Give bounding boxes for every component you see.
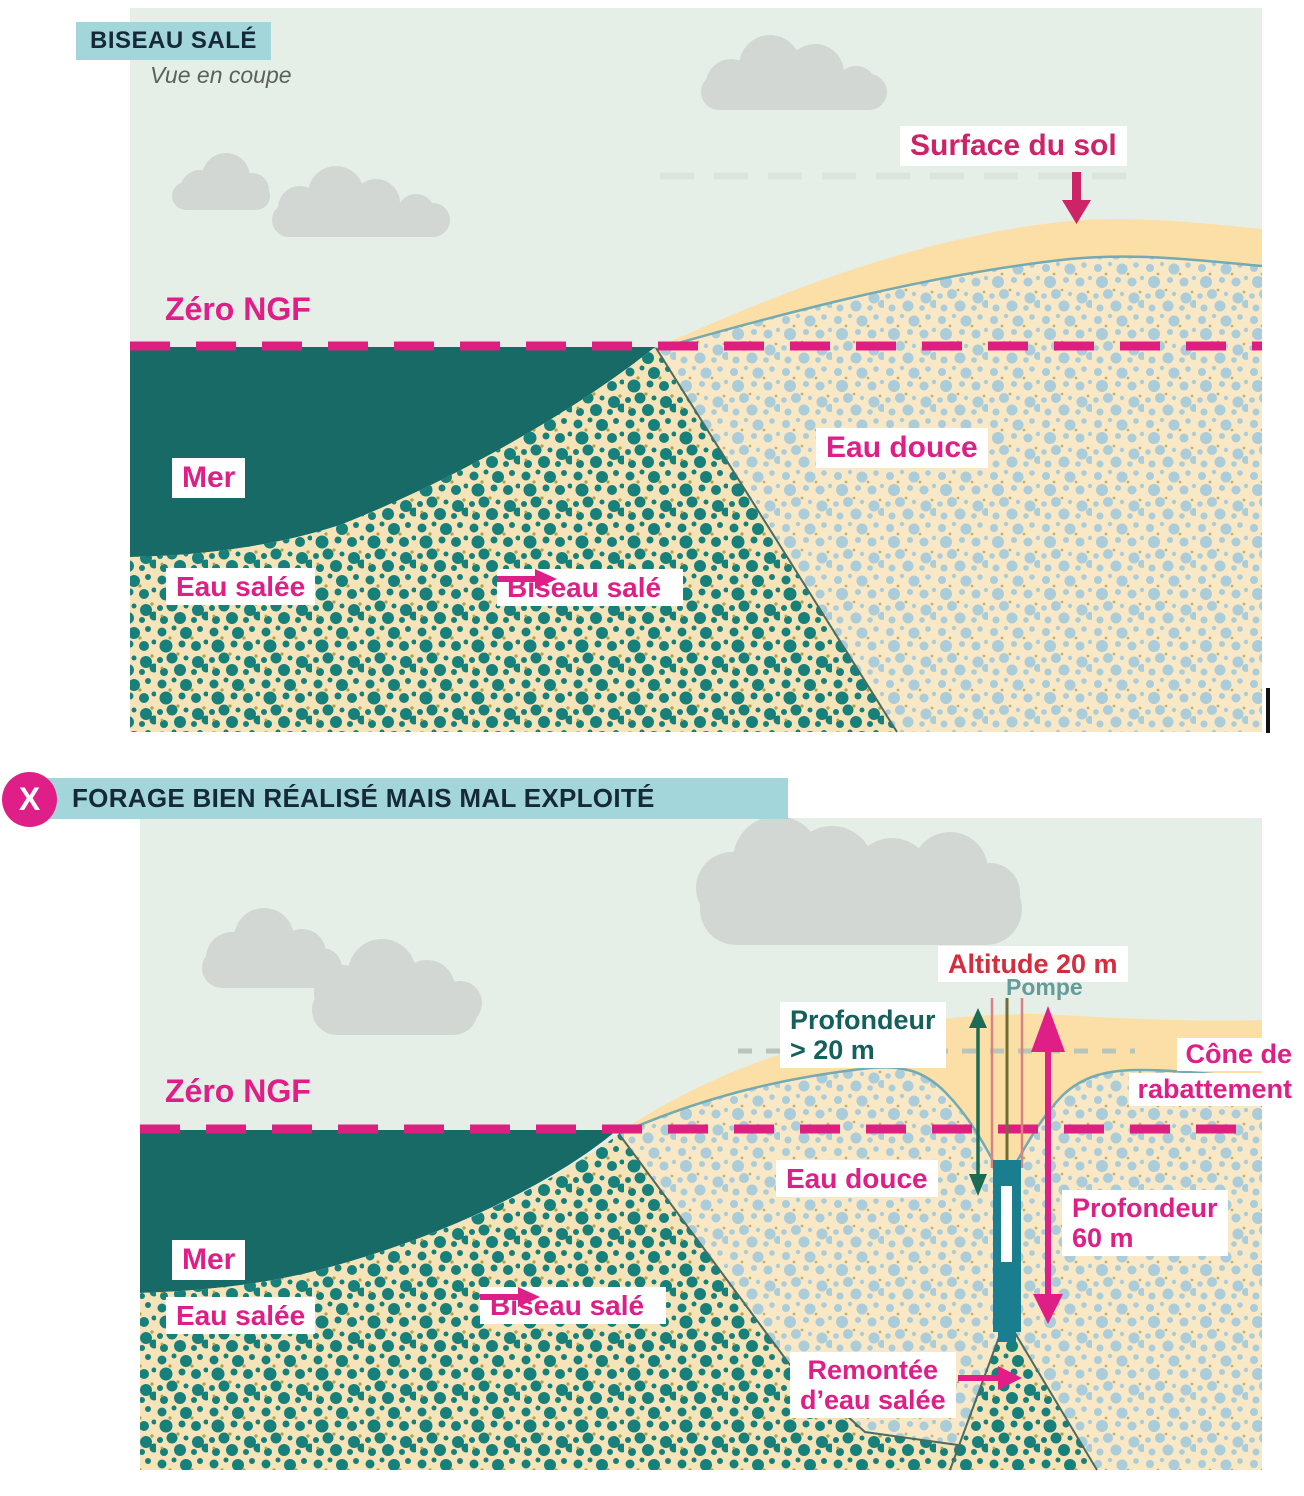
profondeur-60-label: Profondeur 60 m bbox=[1062, 1190, 1228, 1257]
diagram-top-biseau-sale bbox=[130, 8, 1270, 733]
profondeur-20-label: Profondeur > 20 m bbox=[780, 1002, 946, 1069]
section2-header-band: FORAGE BIEN RÉALISÉ MAIS MAL EXPLOITÉ bbox=[40, 778, 788, 819]
section1-subtitle: Vue en coupe bbox=[150, 62, 292, 88]
depth20-double-arrow-icon bbox=[969, 1008, 987, 1196]
wedge-boundary-line bbox=[655, 347, 898, 733]
well-intake bbox=[998, 1332, 1016, 1342]
altitude-label: Altitude 20 m bbox=[938, 946, 1128, 983]
eau-douce-label: Eau douce bbox=[776, 1160, 938, 1198]
section2-header: FORAGE BIEN RÉALISÉ MAIS MAL EXPLOITÉ bbox=[72, 783, 655, 813]
saltwater-wedge bbox=[130, 347, 897, 732]
cloud-icon bbox=[696, 816, 1022, 945]
mer-label: Mer bbox=[172, 458, 246, 498]
x-icon: X bbox=[2, 772, 57, 827]
clouds-top bbox=[172, 35, 887, 237]
eau-salee-label: Eau salée bbox=[166, 568, 316, 606]
borehole-well bbox=[990, 998, 1024, 1342]
down-arrow-icon bbox=[1062, 172, 1091, 224]
depth60-double-arrow-icon bbox=[1031, 1006, 1065, 1324]
freshwater-zone bbox=[657, 256, 1262, 732]
zero-ngf-label: Zéro NGF bbox=[165, 1073, 311, 1109]
cloud-icon bbox=[202, 908, 342, 988]
well-screen-slot bbox=[1001, 1186, 1012, 1262]
eau-salee-label: Eau salée bbox=[166, 1297, 316, 1335]
mer-label: Mer bbox=[172, 1240, 246, 1280]
sea-body bbox=[140, 1130, 617, 1293]
cloud-icon bbox=[172, 153, 270, 210]
zero-ngf-label: Zéro NGF bbox=[165, 291, 311, 327]
biseau-sale-label: Biseau salé bbox=[497, 569, 684, 607]
surface-du-sol-label: Surface du sol bbox=[900, 126, 1127, 166]
biseau-sale-label: Biseau salé bbox=[480, 1287, 667, 1325]
eau-douce-label: Eau douce bbox=[816, 428, 988, 468]
pompe-label: Pompe bbox=[1006, 974, 1083, 1000]
cone-rabattement-label: Cône de rabattement bbox=[1100, 1038, 1300, 1106]
cloud-icon bbox=[312, 939, 482, 1035]
cloud-icon bbox=[701, 35, 887, 110]
clouds-bottom bbox=[202, 816, 1022, 1035]
section1-header: BISEAU SALÉ bbox=[76, 22, 271, 60]
water-table-line bbox=[656, 255, 1263, 351]
diagram-bottom-forage bbox=[140, 816, 1263, 1471]
cloud-icon bbox=[272, 166, 450, 237]
remontee-label: Remontée d’eau salée bbox=[790, 1352, 956, 1419]
artifact-bar bbox=[1266, 688, 1270, 733]
sea-body bbox=[130, 347, 655, 557]
right-arrow-icon bbox=[958, 1366, 1022, 1390]
